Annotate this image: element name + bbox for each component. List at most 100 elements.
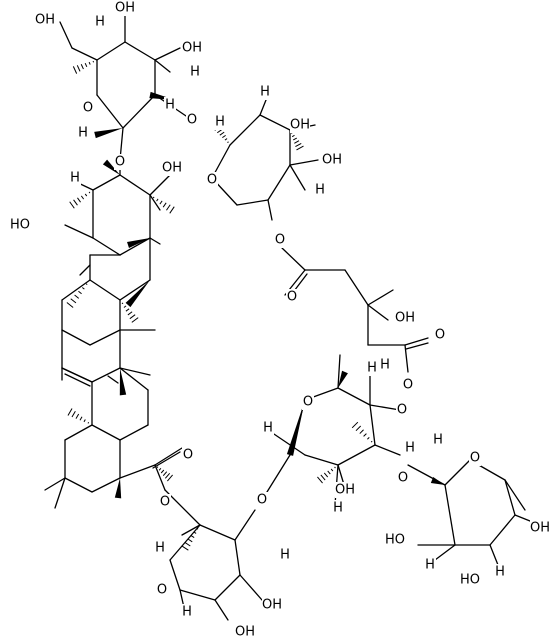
- atom-label-mask: [181, 604, 193, 620]
- bond: [154, 59, 171, 73]
- bond: [214, 574, 241, 601]
- bond: [281, 247, 306, 271]
- atom-label: OH: [530, 521, 550, 536]
- bond: [169, 559, 181, 591]
- atom-label-mask: [290, 117, 310, 133]
- atom-label: OH: [235, 625, 255, 640]
- atom-label-mask: [77, 125, 89, 141]
- atom-label: H: [165, 98, 175, 113]
- hash-bond: [127, 311, 133, 316]
- atom-label-mask: [154, 540, 166, 556]
- atom-label: H: [78, 126, 88, 141]
- atom-label: OH: [335, 483, 355, 498]
- atom-label-mask: [159, 494, 171, 510]
- atom-label-mask: [164, 97, 176, 113]
- hash-bond: [317, 476, 323, 484]
- bond: [119, 464, 156, 479]
- atom-label: H: [380, 358, 390, 373]
- hash-bond: [77, 197, 81, 203]
- atom-label: O: [115, 155, 125, 170]
- atom-label-mask: [332, 500, 344, 516]
- bond: [374, 444, 401, 456]
- hash-bond: [73, 199, 78, 206]
- bond: [119, 367, 149, 391]
- bond: [64, 373, 91, 387]
- hash-bond: [187, 538, 193, 543]
- hash-bond: [166, 204, 171, 211]
- bond: [404, 344, 409, 373]
- atom-label-mask: [235, 624, 255, 640]
- bond: [259, 114, 291, 131]
- atom-label-mask: [156, 582, 168, 598]
- wedge-bond: [127, 238, 150, 249]
- bond: [199, 524, 236, 541]
- hash-bond: [291, 134, 295, 138]
- atom-label: OH: [262, 598, 282, 613]
- bond: [234, 509, 256, 541]
- hash-bond: [81, 287, 85, 290]
- hash-bond: [351, 421, 359, 429]
- atom-label: H: [367, 361, 377, 376]
- hash-bond: [76, 65, 81, 72]
- bond: [119, 174, 151, 196]
- bond: [91, 367, 121, 383]
- bond: [89, 329, 121, 346]
- bond: [149, 194, 161, 211]
- hash-bond: [320, 474, 326, 481]
- bond: [122, 94, 156, 129]
- hash-bond: [323, 472, 329, 478]
- atom-label: H: [315, 183, 325, 198]
- atom-label-mask: [396, 402, 408, 418]
- atom-label: OH: [115, 1, 135, 16]
- bond: [92, 237, 121, 256]
- atom-label-mask: [279, 547, 291, 563]
- atom-label: H: [405, 441, 415, 456]
- hash-bond: [87, 422, 90, 424]
- bond: [96, 41, 126, 61]
- wedge-bond: [286, 400, 305, 456]
- atom-label-mask: [366, 360, 378, 376]
- hash-bond: [80, 195, 85, 200]
- hash-bond: [156, 466, 159, 468]
- atom-label-mask: [379, 357, 391, 373]
- atom-label-mask: [114, 154, 126, 170]
- atom-label: HO: [10, 218, 30, 233]
- atom-label: H: [333, 501, 343, 516]
- hash-bond: [156, 198, 159, 202]
- wedge-bond: [125, 280, 150, 308]
- hash-bond: [184, 541, 191, 547]
- bond: [119, 367, 151, 376]
- atom-label-mask: [424, 557, 436, 573]
- atom-label-mask: [314, 182, 326, 198]
- atom-label-mask: [214, 114, 226, 130]
- hash-bond: [296, 145, 304, 151]
- bond: [119, 424, 149, 441]
- bond: [504, 479, 516, 516]
- atom-label-mask: [494, 564, 506, 580]
- atom-label: OH: [35, 13, 55, 28]
- bond: [289, 159, 319, 166]
- bond: [154, 464, 166, 491]
- bond: [369, 404, 376, 446]
- hash-bond: [219, 131, 225, 136]
- atom-label: OH: [290, 118, 310, 133]
- atom-label: OH: [322, 153, 342, 168]
- atom-label: HO: [385, 533, 405, 548]
- atom-label-mask: [259, 84, 271, 100]
- bond: [91, 424, 121, 441]
- hash-bond: [66, 302, 74, 308]
- hash-bond: [295, 142, 302, 148]
- bond: [367, 304, 389, 321]
- bond: [289, 164, 306, 191]
- bond: [61, 329, 91, 346]
- bond: [405, 342, 429, 350]
- hash-bond: [222, 134, 226, 139]
- hash-bond: [152, 196, 155, 199]
- atom-label-mask: [335, 482, 355, 498]
- atom-label: O: [257, 493, 267, 508]
- bond: [444, 484, 456, 546]
- bond: [337, 354, 341, 389]
- wedge-bond: [114, 478, 122, 499]
- hash-bond: [88, 61, 91, 65]
- hash-bond: [78, 290, 82, 295]
